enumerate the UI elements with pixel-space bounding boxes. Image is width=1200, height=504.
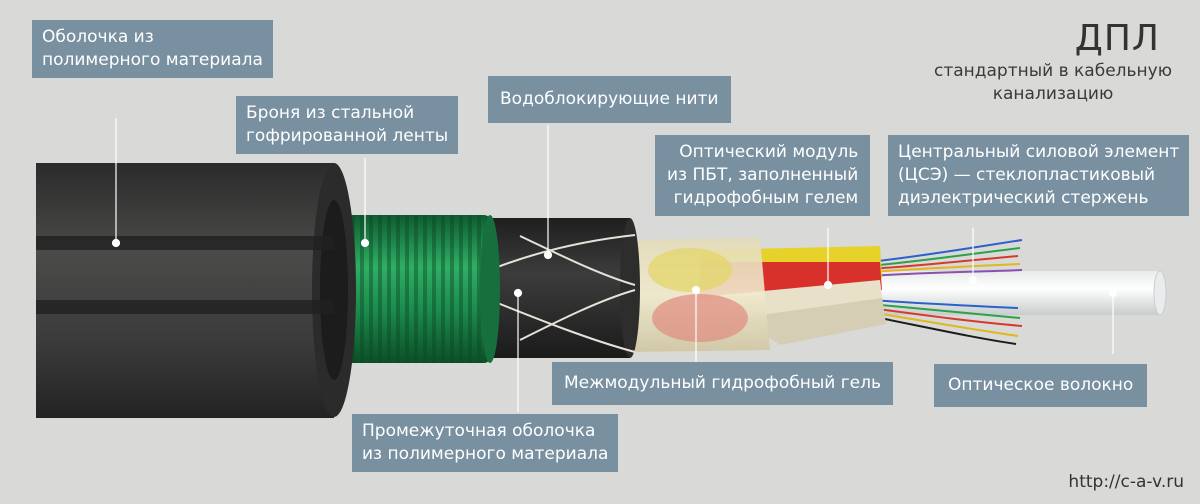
inner-sheath [480,218,640,358]
label-sheath-line-1: Оболочка из [42,26,263,49]
label-armor-line-2: гофрированной ленты [246,125,448,148]
outer-jacket [36,163,356,418]
gel-layer [630,238,770,352]
label-armor: Броня из стальной гофрированной ленты [236,96,458,154]
label-inner-sheath-line-1: Промежуточная оболочка [362,420,608,443]
source-link[interactable]: http://c-a-v.ru [1068,472,1184,492]
page-subtitle: стандартный в кабельную канализацию [928,60,1178,106]
label-threads: Водоблокирующие нити [488,76,731,123]
label-module-line-1: Оптический модуль [667,141,858,164]
page-title: ДПЛ [1075,18,1160,59]
label-central-member: Центральный силовой элемент (ЦСЭ) — стек… [888,135,1189,216]
label-member-line-3: диэлектрический стержень [898,187,1179,210]
label-inner-sheath: Промежуточная оболочка из полимерного ма… [352,414,618,472]
label-inner-sheath-line-2: из полимерного материала [362,443,608,466]
label-gel-line-1: Межмодульный гидрофобный гель [564,372,881,395]
label-module-line-3: гидрофобным гелем [667,187,858,210]
label-fiber-line-1: Оптическое волокно [948,374,1133,397]
label-sheath-line-2: полимерного материала [42,49,263,72]
label-fiber: Оптическое волокно [934,364,1147,407]
label-module: Оптический модуль из ПБТ, заполненный ги… [655,135,870,216]
label-threads-line-1: Водоблокирующие нити [500,88,719,111]
label-armor-line-1: Броня из стальной [246,102,448,125]
label-module-line-2: из ПБТ, заполненный [667,164,858,187]
label-sheath: Оболочка из полимерного материала [32,20,273,78]
label-member-line-2: (ЦСЭ) — стеклопластиковый [898,164,1179,187]
label-member-line-1: Центральный силовой элемент [898,141,1179,164]
label-gel: Межмодульный гидрофобный гель [552,362,893,405]
